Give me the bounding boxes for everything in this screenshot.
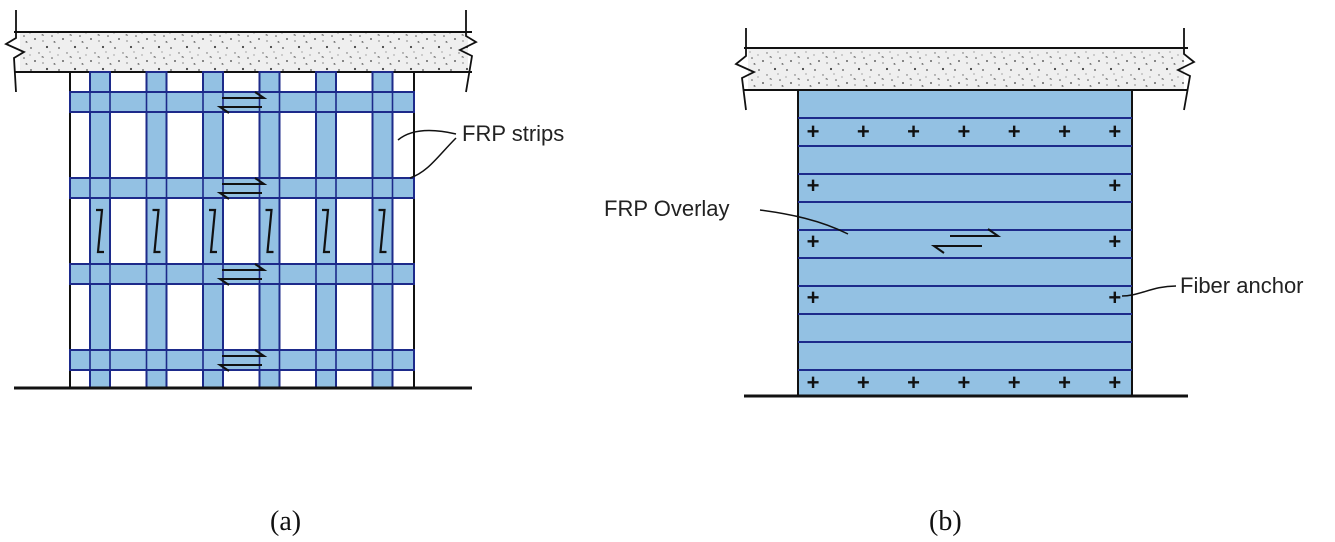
fiber-anchor-icon: + <box>907 119 920 144</box>
fiber-anchor-icon: + <box>957 119 970 144</box>
z-crack-icon <box>322 208 330 254</box>
fiber-anchor-icon: + <box>857 119 870 144</box>
z-crack-icon <box>378 208 387 254</box>
break-line-icon <box>734 28 757 111</box>
fiber-anchor-icon: + <box>1108 173 1121 198</box>
frp-overlay-label: FRP Overlay <box>604 196 730 221</box>
caption-a: (a) <box>270 506 301 537</box>
horizontal-frp-strip <box>69 263 415 285</box>
fiber-anchor-label: Fiber anchor <box>1180 273 1304 298</box>
double-half-arrow-icon <box>216 263 268 286</box>
overlay-sheet-joints <box>798 117 1132 371</box>
horizontal-frp-strip <box>69 349 415 371</box>
fiber-anchor-icon: + <box>857 370 870 395</box>
leader-line-anchor <box>1121 285 1177 297</box>
fiber-anchor-icon: + <box>807 229 820 254</box>
double-half-arrow-icon <box>216 91 268 114</box>
fiber-anchors: + + + + + + + + + + + + + + + + + + + + <box>807 119 1122 395</box>
break-line-icon <box>1175 28 1196 111</box>
masonry-wall-a <box>69 71 415 389</box>
leader-line-strips <box>397 129 457 141</box>
fiber-anchor-icon: + <box>1108 229 1121 254</box>
fiber-anchor-icon: + <box>957 370 970 395</box>
leader-line-overlay <box>759 209 849 235</box>
z-crack-icon <box>265 208 274 254</box>
frp-overlay-panel <box>797 89 1133 397</box>
break-line-icon <box>457 10 478 93</box>
diagonal-cracks-a <box>96 208 387 254</box>
z-crack-icon <box>209 208 217 254</box>
panel-b-frp-overlay: + + + + + + + + + + + + + + + + + + + + FRP Overlay Fiber a… <box>604 28 1304 537</box>
fiber-anchor-icon: + <box>807 173 820 198</box>
z-crack-icon <box>152 208 161 254</box>
z-crack-icon <box>96 208 104 254</box>
fiber-anchor-icon: + <box>1058 119 1071 144</box>
concrete-slab-b <box>734 28 1196 111</box>
fiber-anchor-icon: + <box>1058 370 1071 395</box>
fiber-anchor-icon: + <box>1108 370 1121 395</box>
shear-arrows-a <box>216 91 268 372</box>
double-half-arrow-icon <box>930 228 1002 254</box>
double-half-arrow-icon <box>216 177 268 200</box>
frp-strips-label: FRP strips <box>462 121 564 146</box>
break-line-icon <box>4 10 26 93</box>
fiber-anchor-icon: + <box>907 370 920 395</box>
fiber-anchor-icon: + <box>1008 370 1021 395</box>
fiber-anchor-icon: + <box>807 119 820 144</box>
fiber-anchor-icon: + <box>1108 119 1121 144</box>
double-half-arrow-icon <box>216 349 268 372</box>
fiber-anchor-icon: + <box>807 370 820 395</box>
fiber-anchor-icon: + <box>1008 119 1021 144</box>
fiber-anchor-icon: + <box>807 285 820 310</box>
horizontal-frp-strips <box>69 72 415 388</box>
caption-b: (b) <box>929 506 962 537</box>
horizontal-frp-strip <box>69 91 415 113</box>
panel-a-frp-strips: FRP strips (a) <box>4 10 564 537</box>
horizontal-frp-strip <box>69 177 415 199</box>
fiber-anchor-icon: + <box>1108 285 1121 310</box>
leader-line-strips <box>409 137 457 179</box>
